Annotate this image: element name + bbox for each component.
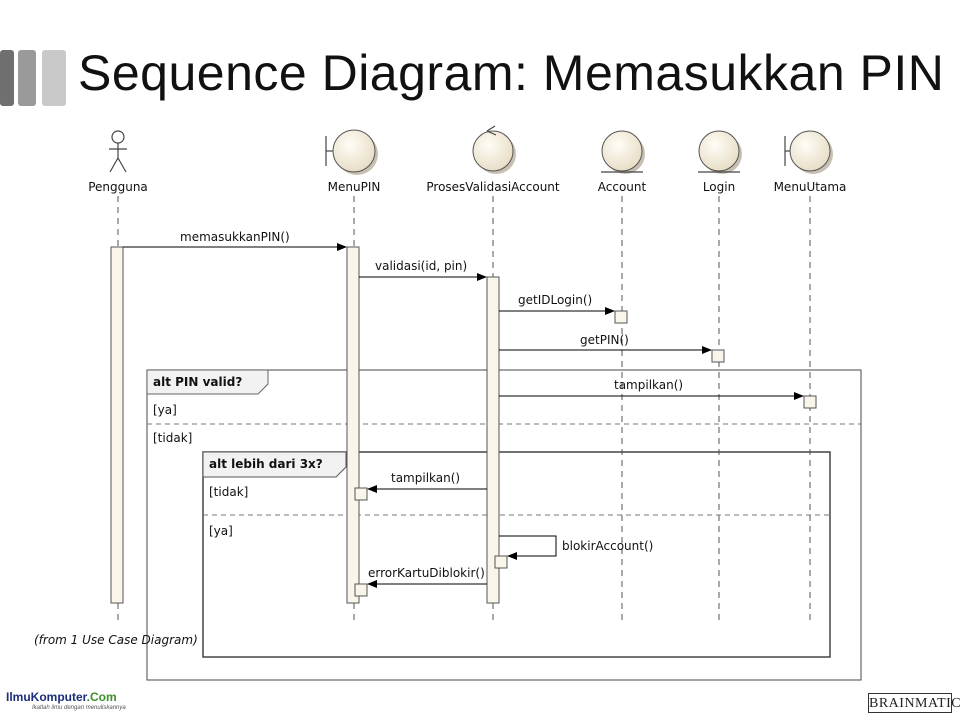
- note-from-use-case: (from 1 Use Case Diagram): [34, 633, 198, 647]
- message-label-errorkartu: errorKartuDiblokir(): [368, 566, 485, 580]
- lifeline-label-pengguna: Pengguna: [88, 180, 148, 194]
- message-label-tampilkan-menupin: tampilkan(): [391, 471, 460, 485]
- alt-fragment-pin-valid: [146, 369, 862, 681]
- message-arrow-blokiraccount: [499, 535, 557, 560]
- message-label-blokiraccount: blokirAccount(): [562, 539, 653, 553]
- message-label-validasi: validasi(id, pin): [375, 259, 467, 273]
- activation-menupin-error: [354, 583, 368, 597]
- actor-pengguna-icon: [109, 130, 127, 173]
- entity-account-icon: [601, 130, 645, 174]
- footer-brand-name: IlmuKomputer: [6, 690, 87, 704]
- footer-logo-ilmukomputer: IlmuKomputer.Com Ikatlah ilmu dengan men…: [6, 688, 126, 711]
- entity-login-icon: [698, 130, 742, 174]
- activation-menupin-tampilkan: [354, 487, 368, 501]
- guard-ya-inner: [ya]: [209, 524, 233, 538]
- lifeline-label-proses: ProsesValidasiAccount: [426, 180, 560, 194]
- message-label-getidlogin: getIDLogin(): [518, 293, 592, 307]
- lifeline-label-menuutama: MenuUtama: [774, 180, 847, 194]
- footer-tagline: Ikatlah ilmu dengan menuliskannya: [32, 705, 126, 711]
- activation-login: [711, 349, 725, 363]
- slide-title: Sequence Diagram: Memasukkan PIN: [78, 45, 945, 101]
- guard-tidak-inner: [tidak]: [209, 485, 248, 499]
- accent-bar-light: [42, 50, 66, 106]
- boundary-menuutama-icon: [784, 130, 833, 174]
- message-label-memasukkanpin: memasukkanPIN(): [180, 230, 290, 244]
- alt-label-lebih-dari-3x: alt lebih dari 3x?: [209, 457, 323, 471]
- accent-bar-mid: [18, 50, 36, 106]
- activation-account: [614, 310, 628, 324]
- activation-pengguna: [110, 246, 124, 604]
- activation-proses: [486, 276, 500, 604]
- lifeline-label-login: Login: [703, 180, 735, 194]
- alt-fragment-lebih-dari-3x: [202, 451, 831, 658]
- footer-brand-suffix: .Com: [86, 690, 117, 704]
- activation-menuutama: [803, 395, 817, 409]
- control-proses-icon: [472, 125, 516, 174]
- guard-tidak-outer: [tidak]: [153, 431, 192, 445]
- message-label-tampilkan-utama: tampilkan(): [614, 378, 683, 392]
- boundary-menupin-icon: [325, 129, 378, 175]
- title-accent-bars: [0, 50, 66, 106]
- message-label-getpin: getPIN(): [580, 333, 629, 347]
- guard-ya-outer: [ya]: [153, 403, 177, 417]
- alt-label-pin-valid: alt PIN valid?: [153, 375, 242, 389]
- activation-menupin: [346, 246, 360, 604]
- activation-proses-blokir: [494, 555, 508, 569]
- accent-bar-dark: [0, 50, 14, 106]
- lifeline-label-menupin: MenuPIN: [328, 180, 381, 194]
- lifeline-label-account: Account: [598, 180, 647, 194]
- footer-logo-brainmatics: BRAINMATICS: [868, 693, 960, 713]
